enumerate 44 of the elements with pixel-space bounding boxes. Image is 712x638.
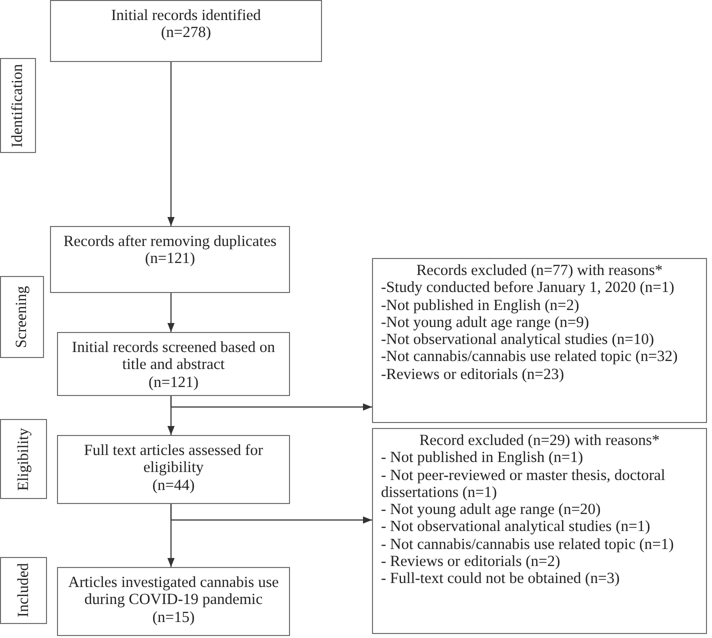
exclusion-reason: - Not peer-reviewed or master thesis, doctoral dissertations (n=1) [381, 466, 666, 502]
record-count: (n=121) [148, 374, 199, 392]
exclusion-box [372, 258, 707, 423]
exclusion-reason: - Not published in English (n=1) [381, 449, 584, 467]
exclusion-reason: -Study conducted before January 1, 2020 (n=1) [381, 279, 676, 297]
process-box [57, 332, 290, 396]
arrow [170, 504, 372, 524]
exclusion-reason: - Not cannabis/cannabis use related topic (n=1) [381, 536, 675, 554]
exclusion-reason: -Not published in English (n=2) [381, 296, 580, 314]
exclusion-reason: -Not cannabis/cannabis use related topic (n=32) [381, 348, 679, 366]
stage-box [0, 419, 47, 499]
stage-label: Eligibility [14, 428, 32, 490]
box-heading: Record excluded (n=29) with reasons* [419, 432, 660, 450]
record-count: (n=15) [152, 608, 195, 626]
box-text: Articles investigated cannabis use during COVID-19 pandemic [67, 574, 280, 609]
exclusion-reason: -Reviews or editorials (n=23) [381, 366, 566, 384]
box-text: Full text articles assessed for eligibility [82, 442, 264, 477]
exclusion-reason: -Not observational analytical studies (n=10) [381, 331, 656, 348]
stage-label: Screening [13, 286, 31, 348]
record-count: (n=278) [160, 24, 212, 42]
box-heading: Records excluded (n=77) with reasons* [416, 262, 663, 280]
record-count: (n=121) [144, 250, 196, 268]
exclusion-reason: - Not young adult age range (n=20) [381, 501, 602, 518]
exclusion-reason: - Reviews or editorials (n=2) [381, 553, 562, 570]
stage-box [0, 58, 36, 153]
box-text: Initial records identified [111, 7, 261, 24]
process-box [50, 0, 322, 62]
process-box [57, 567, 290, 636]
arrow [170, 396, 372, 411]
arrow [167, 62, 175, 226]
exclusion-reason: - Full-text could not be obtained (n=3) [381, 570, 621, 588]
box-text: Records after removing duplicates [63, 233, 277, 250]
exclusion-reason: -Not young adult age range (n=9) [381, 314, 590, 332]
arrow [167, 293, 175, 332]
exclusion-box [372, 428, 707, 634]
exclusion-reason: - Not observational analytical studies (n=1) [381, 518, 652, 536]
record-count: (n=44) [152, 476, 195, 494]
box-text: Initial records screened based on title and abstract [70, 339, 276, 374]
stage-box [0, 557, 47, 624]
stage-box [0, 276, 44, 358]
process-box [57, 435, 290, 504]
stage-label: Included [14, 563, 32, 618]
stage-label: Identification [9, 64, 27, 148]
process-box [50, 226, 290, 293]
